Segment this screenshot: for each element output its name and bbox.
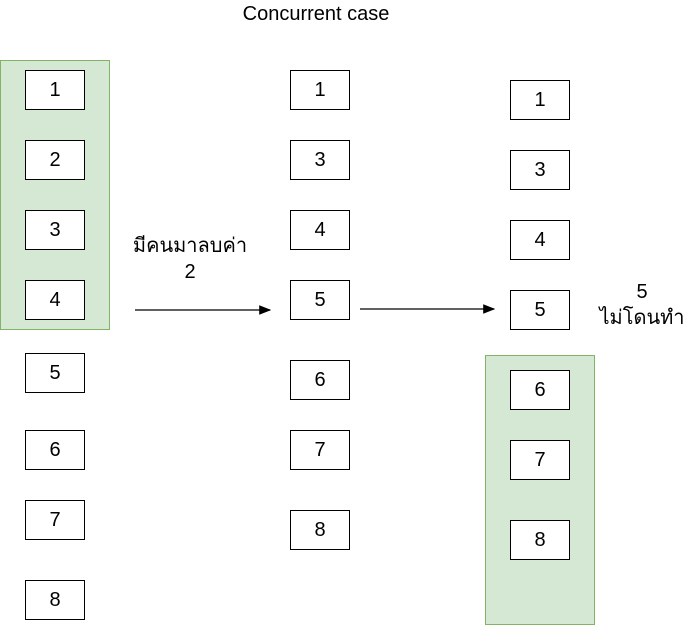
col2-item-2: 3 xyxy=(290,140,350,180)
step1-label-line2: 2 xyxy=(184,261,196,283)
col3-item-1: 1 xyxy=(510,80,570,120)
diagram-title: Concurrent case xyxy=(242,3,390,25)
col1-item-1: 1 xyxy=(25,70,85,110)
col2-item-3: 4 xyxy=(290,210,350,250)
step2-label-line2: ไม่โดนทำ xyxy=(599,307,685,329)
col3-item-2: 3 xyxy=(510,150,570,190)
col3-item-5: 6 xyxy=(510,370,570,410)
col2-item-7: 8 xyxy=(290,510,350,550)
col2-item-1: 1 xyxy=(290,70,350,110)
col3-item-3: 4 xyxy=(510,220,570,260)
col3-item-4: 5 xyxy=(510,290,570,330)
step2-label: 5 ไม่โดนทำ xyxy=(596,279,688,331)
step2-label-line1: 5 xyxy=(636,281,648,303)
col1-item-7: 7 xyxy=(25,500,85,540)
col1-item-6: 6 xyxy=(25,430,85,470)
col1-item-8: 8 xyxy=(25,580,85,620)
col1-item-3: 3 xyxy=(25,210,85,250)
col2-item-5: 6 xyxy=(290,360,350,400)
col3-item-7: 8 xyxy=(510,520,570,560)
col1-item-4: 4 xyxy=(25,280,85,320)
step1-label-line1: มีคนมาลบค่า xyxy=(132,235,248,257)
col3-item-6: 7 xyxy=(510,440,570,480)
col2-item-4: 5 xyxy=(290,280,350,320)
step1-label: มีคนมาลบค่า 2 xyxy=(120,233,260,285)
col1-item-2: 2 xyxy=(25,140,85,180)
col1-item-5: 5 xyxy=(25,353,85,393)
col2-item-6: 7 xyxy=(290,430,350,470)
